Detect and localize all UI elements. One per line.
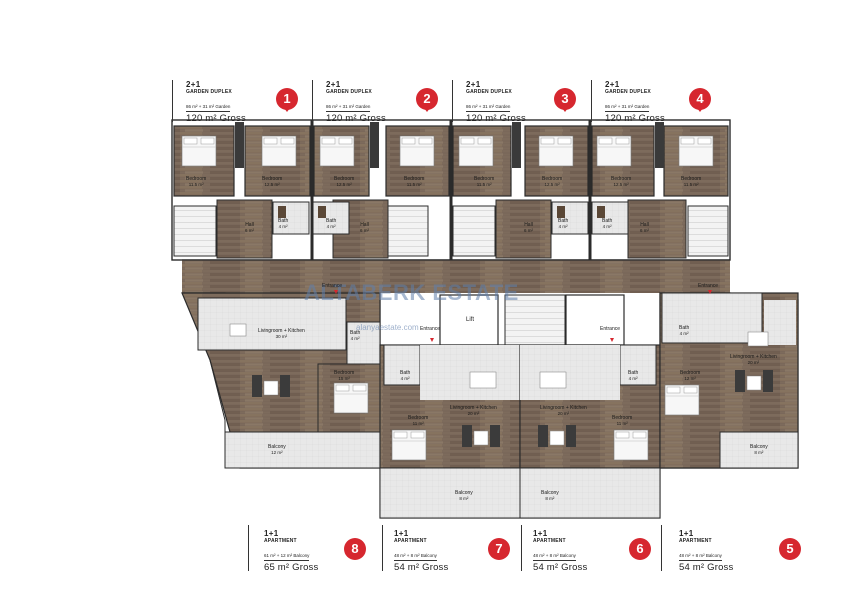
unit-area: 48 m² + 8 m² Balcony [679,553,722,561]
unit-type: 2+1 [605,80,620,89]
room-label: Entrance [322,283,343,289]
unit-gross: 54 m² Gross [679,562,734,573]
unit-area: 86 m² + 31 m² Garden [326,104,371,112]
unit-gross: 54 m² Gross [394,562,449,573]
lift-label: Lift [466,317,475,323]
unit-gross: 120 m² Gross [326,113,386,124]
unit-type: 2+1 [466,80,481,89]
room-label: Entrance [600,326,621,332]
unit-name: APARTMENT [264,538,297,544]
unit-number-badge: 5 [779,538,801,560]
unit-area: 48 m² + 8 m² Balcony [394,553,437,561]
room-label: Entrance [420,326,441,332]
unit-type: 2+1 [326,80,341,89]
unit-number-badge: 8 [344,538,366,560]
unit-area: 86 m² + 31 m² Garden [466,104,511,112]
unit-area: 86 m² + 31 m² Garden [605,104,650,112]
unit-gross: 120 m² Gross [605,113,665,124]
unit-gross: 54 m² Gross [533,562,588,573]
unit-name: GARDEN DUPLEX [186,89,232,95]
unit-type: 1+1 [679,529,694,538]
unit-gross: 65 m² Gross [264,562,319,573]
unit-number-badge: 7 [488,538,510,560]
unit-type: 1+1 [264,529,279,538]
unit-number-badge: 2 [416,88,438,112]
unit-area: 86 m² + 31 m² Garden [186,104,231,112]
unit-number-badge: 6 [629,538,651,560]
unit-type: 1+1 [394,529,409,538]
unit-area: 61 m² + 12 m² Balcony [264,553,310,561]
unit-type: 2+1 [186,80,201,89]
unit-name: APARTMENT [679,538,712,544]
unit-name: GARDEN DUPLEX [466,89,512,95]
unit-name: APARTMENT [533,538,566,544]
watermark-url: alanyaestate.com [356,323,419,332]
unit-name: GARDEN DUPLEX [326,89,372,95]
watermark-brand: ALTABERK ESTATE [304,280,519,305]
unit-type: 1+1 [533,529,548,538]
unit-gross: 120 m² Gross [466,113,526,124]
unit-number-badge: 4 [689,88,711,112]
unit-name: GARDEN DUPLEX [605,89,651,95]
unit-name: APARTMENT [394,538,427,544]
unit-number-badge: 1 [276,88,298,112]
unit-gross: 120 m² Gross [186,113,246,124]
unit-number-badge: 3 [554,88,576,112]
room-label: Entrance [698,283,719,289]
unit-area: 48 m² + 8 m² Balcony [533,553,576,561]
